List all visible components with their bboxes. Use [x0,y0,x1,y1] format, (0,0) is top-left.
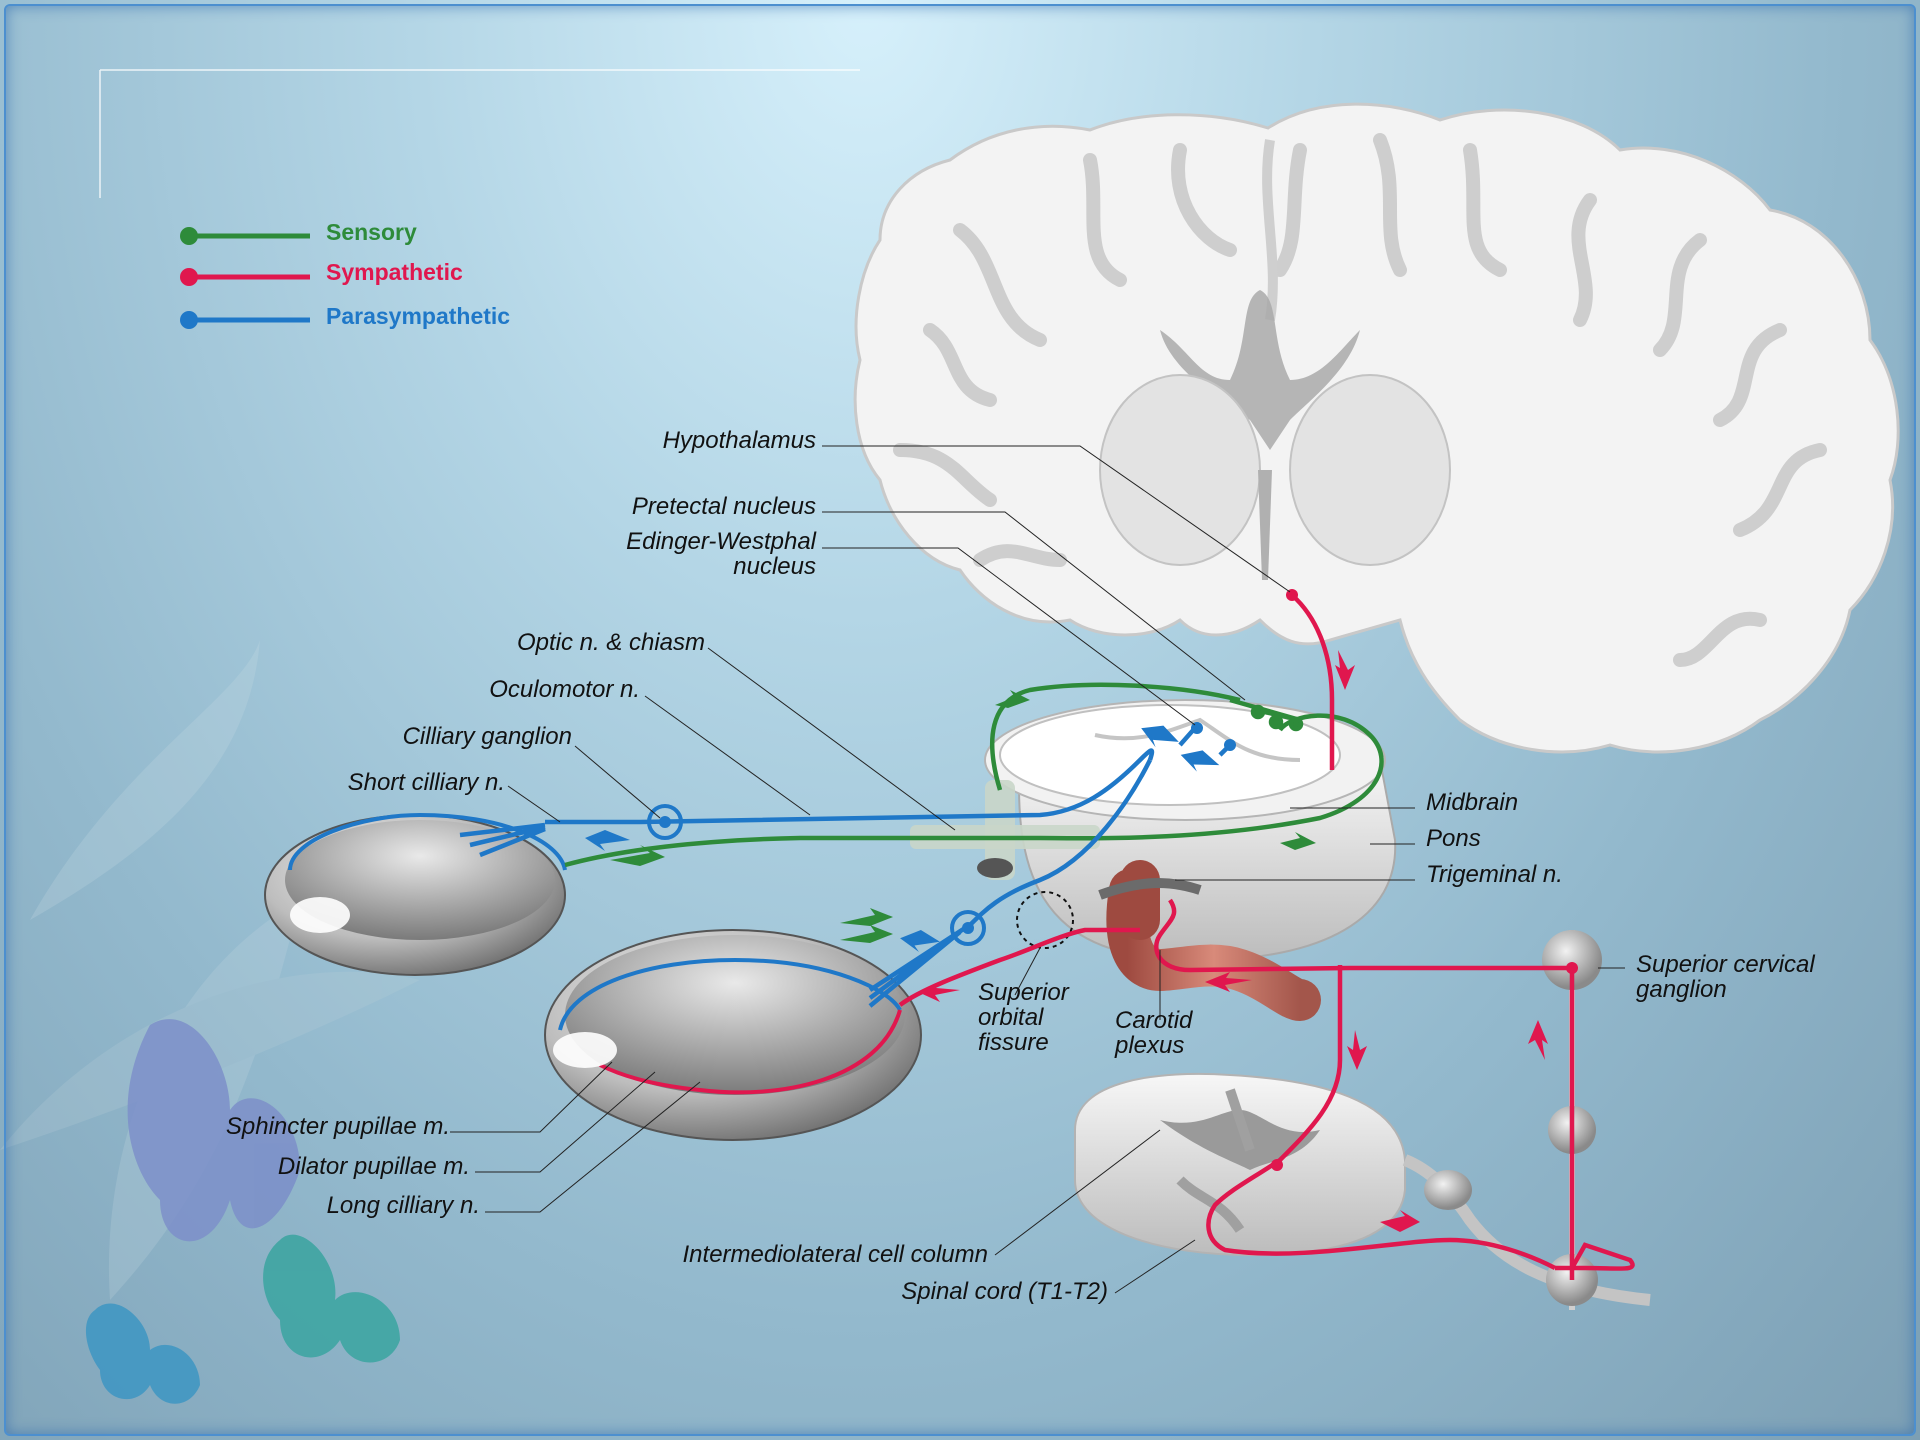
legend-item-sensory: Sensory [180,219,417,245]
label-midbrain: Midbrain [1426,789,1518,816]
label-sphincter-pupillae: Sphincter pupillae m. [226,1113,450,1140]
label-superior-cervical-1: Superior cervical [1636,951,1815,978]
label-edinger-westphal-1: Edinger-Westphal [626,528,817,555]
brain-coronal-section [855,104,1898,752]
label-superior-orbital-3: fissure [978,1029,1049,1056]
legend-label-parasympathetic: Parasympathetic [326,303,510,329]
label-pons: Pons [1426,825,1481,852]
legend-item-parasympathetic: Parasympathetic [180,303,510,329]
label-edinger-westphal-2: nucleus [733,553,816,580]
label-dilator-pupillae: Dilator pupillae m. [278,1153,470,1180]
label-intermediolateral: Intermediolateral cell column [683,1241,988,1268]
legend-label-sensory: Sensory [326,219,417,245]
label-carotid-plexus-1: Carotid [1115,1007,1193,1034]
legend: Sensory Sympathetic Parasympathetic [180,219,510,329]
legend-item-sympathetic: Sympathetic [180,259,463,286]
label-superior-orbital-2: orbital [978,1004,1044,1031]
title-placeholder-frame [100,70,860,198]
label-oculomotor: Oculomotor n. [489,676,640,703]
midbrain [1000,705,1340,805]
label-pretectal-nucleus: Pretectal nucleus [632,493,816,520]
eye-lower [545,930,921,1140]
label-superior-cervical-2: ganglion [1636,976,1727,1003]
label-hypothalamus: Hypothalamus [663,427,816,454]
legend-label-sympathetic: Sympathetic [326,259,463,285]
label-long-cilliary: Long cilliary n. [327,1192,480,1219]
label-trigeminal: Trigeminal n. [1426,861,1563,888]
label-short-cilliary: Short cilliary n. [348,769,505,796]
label-optic-chiasm: Optic n. & chiasm [517,629,705,656]
label-cilliary-ganglion: Cilliary ganglion [403,723,572,750]
label-superior-orbital-1: Superior [978,979,1070,1006]
label-spinal-cord: Spinal cord (T1-T2) [901,1278,1108,1305]
label-carotid-plexus-2: plexus [1114,1032,1184,1059]
